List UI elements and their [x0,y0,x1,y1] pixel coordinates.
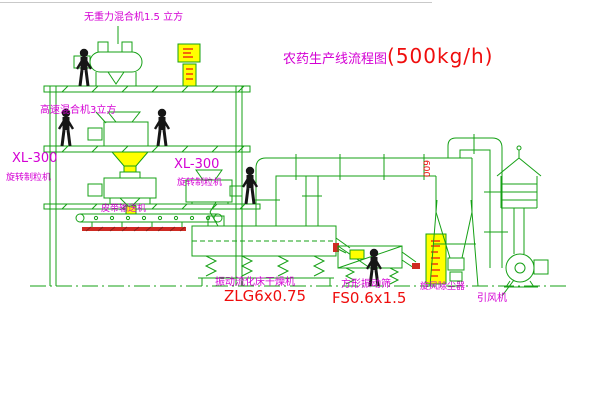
person-figure [75,47,93,88]
vibrating-screen-machine [337,245,420,285]
foundation-hatch [82,226,186,232]
people [57,47,383,288]
screen-model-label: FS0.6x1.5 [332,289,407,307]
feed-chute [110,151,150,173]
top-mixer-label: 无重力混合机1.5 立方 [84,12,184,23]
top-mixer-machine [73,41,143,86]
cyclone-name-label: 旋风除尘器 [420,282,466,292]
cyclone-separator-machine [429,157,479,287]
granulator-right-model: XL-300 [174,157,220,172]
leader-lines [95,26,515,297]
title-capacity: (500kg/h) [387,44,494,68]
title-text: 农药生产线流程图 [283,52,388,67]
duct-size-label: 600 [420,160,431,178]
building-frame [43,85,261,286]
high-speed-mixer-machine [87,111,149,147]
belt-conveyor-machine [75,213,223,228]
screen-name-label: 方形振动筛 [341,279,391,290]
exhaust-stack [496,145,542,254]
dryer-model-label: ZLG6x0.75 [224,287,307,305]
person-figure [153,107,171,148]
diagram-title: 农药生产线流程图(500kg/h) [283,44,494,68]
granulator-left-machine [87,171,157,215]
granulator-left-model: XL-300 [12,151,58,166]
fluid-bed-dryer-machine [191,215,351,286]
window-edge-line [0,2,432,3]
person-figure [241,165,259,206]
induced-draft-fan-machine [504,253,549,288]
dryer-name-label: 振动流化床干燥机 [215,277,295,288]
cyclone-outlet-pipe [447,134,508,268]
bucket-elevator [177,43,201,87]
high-speed-mixer-label: 高速混合机3立方 [40,105,117,116]
control-cabinet [425,233,447,285]
fan-name-label: 引风机 [477,293,507,304]
granulator-right-name: 旋转制粒机 [177,178,223,188]
granulator-left-name: 旋转制粒机 [6,173,52,183]
belt-conveyor-label: 皮带输送机 [101,204,147,214]
exhaust-duct [252,154,436,226]
